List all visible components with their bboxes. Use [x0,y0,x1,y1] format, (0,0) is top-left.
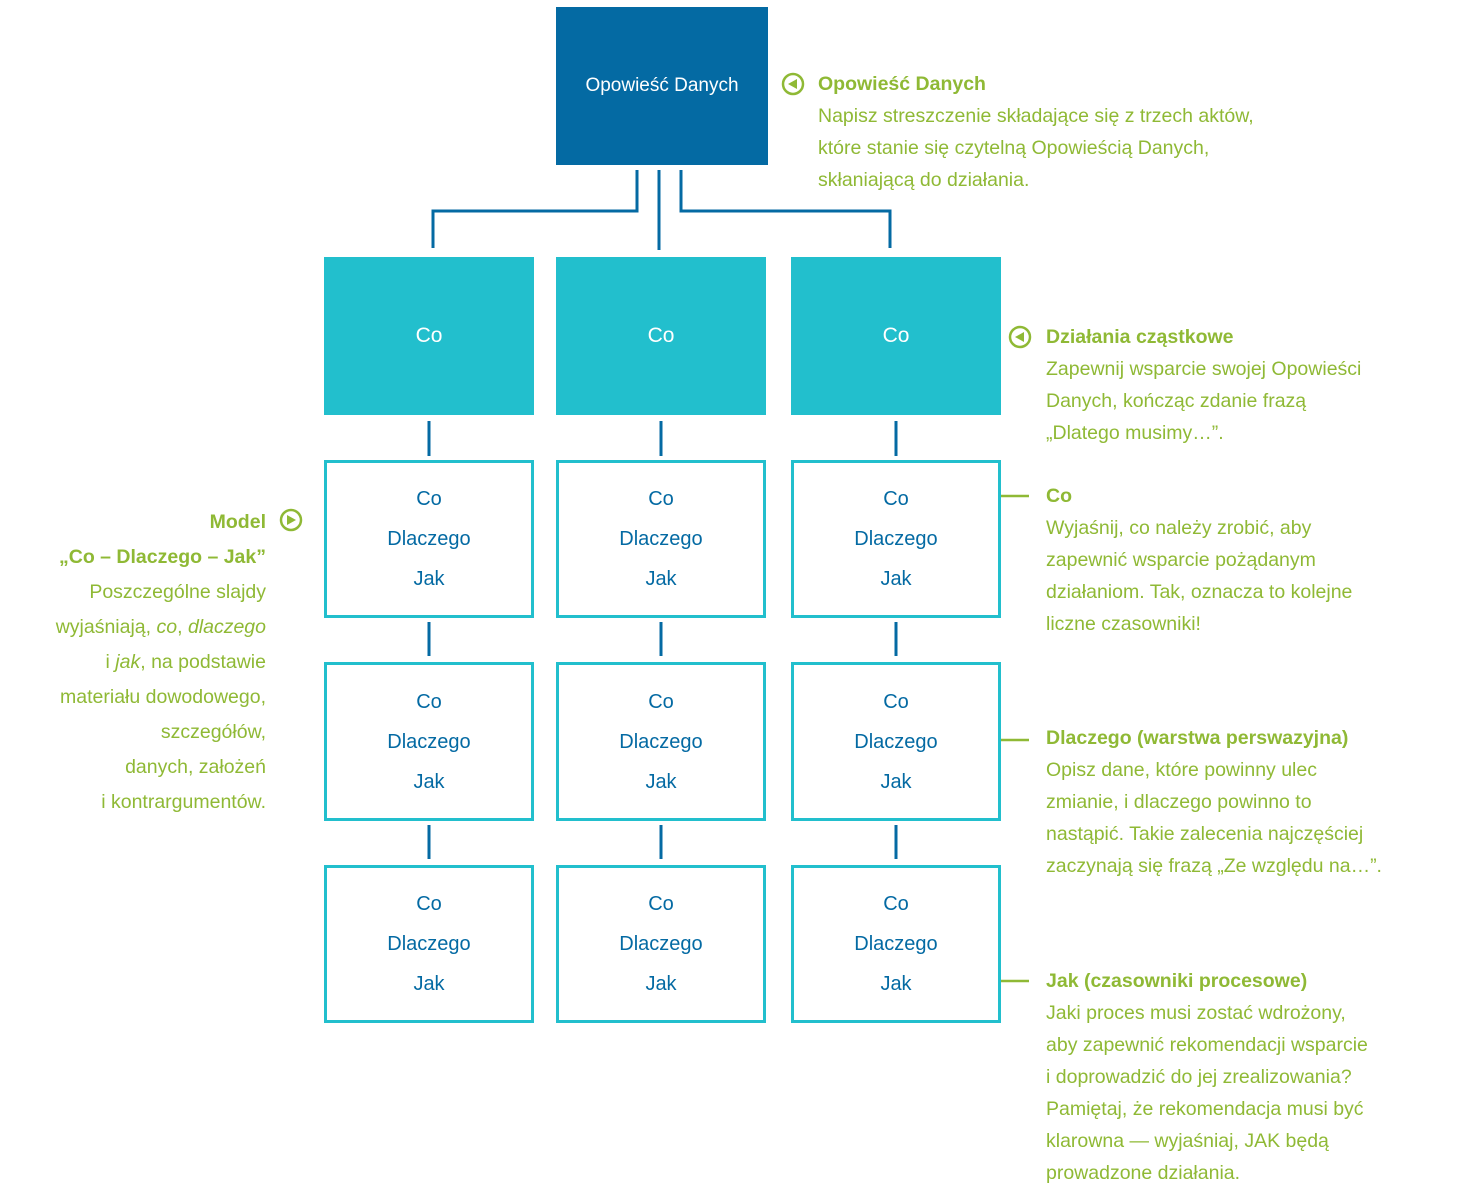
annotation-jak-title: Jak (czasowniki procesowe) [1046,970,1308,992]
leaf-co: Co [416,893,442,915]
annotation-model-subtitle: „Co – Dlaczego – Jak” [59,546,266,568]
annotation-story-line: Napisz streszczenie składające się z trz… [818,105,1254,127]
annotation-dlaczego-line: Opisz dane, które powinny ulec [1046,759,1317,781]
annotation-dlaczego-line: zmianie, i dlaczego powinno to [1046,791,1312,813]
annotation-subactions: Działania cząstkowe Zapewnij wsparcie sw… [1046,321,1361,449]
annotation-model-line: Poszczególne slajdy [89,581,266,603]
leaf-co: Co [883,893,909,915]
leaf-dlaczego: Dlaczego [619,528,703,550]
leaf-dlaczego: Dlaczego [619,933,703,955]
leaf-co: Co [648,690,674,713]
annotation-co-line: zapewnić wsparcie pożądanym [1046,549,1316,571]
annotation-jak-line: klarowna — wyjaśniaj, JAK będą [1046,1130,1329,1152]
leaf-jak: Jak [880,568,912,590]
annotation-story-line: które stanie się czytelną Opowieścią Dan… [818,137,1210,159]
leaf-dlaczego: Dlaczego [854,933,938,955]
leaf-co: Co [883,690,909,713]
annotation-subactions-title: Działania cząstkowe [1046,326,1234,348]
leaf-box-r1-c1: Co Dlaczego Jak [324,460,534,618]
leaf-co: Co [648,893,674,915]
pointer-left-icon [781,72,805,96]
annotation-jak-line: aby zapewnić rekomendacji wsparcie [1046,1034,1368,1056]
leaf-dlaczego: Dlaczego [387,528,471,550]
leaf-jak: Jak [645,973,677,995]
annotation-co-line: Wyjaśnij, co należy zrobić, aby [1046,517,1312,539]
leaf-jak: Jak [645,568,677,590]
act-label: Co [647,324,675,347]
annotation-co: Co Wyjaśnij, co należy zrobić, aby zapew… [1046,480,1352,640]
leaf-jak: Jak [413,568,445,590]
annotation-dlaczego-title: Dlaczego (warstwa perswazyjna) [1046,727,1349,749]
leaf-co: Co [883,488,909,510]
leaf-jak: Jak [645,770,677,793]
leaf-dlaczego: Dlaczego [854,730,938,753]
act-box-1: Co [324,257,534,415]
annotation-co-line: liczne czasowniki! [1046,613,1201,635]
annotation-story-title: Opowieść Danych [818,73,986,95]
annotation-jak: Jak (czasowniki procesowe) Jaki proces m… [1046,965,1368,1189]
pointer-left-icon [1008,325,1032,349]
annotation-subactions-line: „Dlatego musimy…”. [1046,422,1224,444]
leaf-co: Co [416,488,442,510]
act-label: Co [415,324,443,347]
annotation-jak-line: i doprowadzić do jej zrealizowania? [1046,1066,1352,1088]
annotation-dlaczego: Dlaczego (warstwa perswazyjna) Opisz dan… [1046,722,1382,882]
leaf-box-r1-c2: Co Dlaczego Jak [556,460,766,618]
act-box-2: Co [556,257,766,415]
leaf-box-r2-c1: Co Dlaczego Jak [324,662,534,821]
leaf-dlaczego: Dlaczego [619,730,703,753]
leaf-box-r1-c3: Co Dlaczego Jak [791,460,1001,618]
pointer-right-icon [279,508,303,532]
annotation-story: Opowieść Danych Napisz streszczenie skła… [818,68,1254,196]
annotation-model-line: wyjaśniają, co, dlaczego [55,616,266,638]
root-to-act1-connector [431,170,639,248]
leaf-dlaczego: Dlaczego [854,528,938,550]
root-to-act3-connector [679,170,892,248]
leaf-jak: Jak [413,973,445,995]
annotation-jak-line: Pamiętaj, że rekomendacja musi być [1046,1098,1364,1120]
annotation-jak-line: prowadzone działania. [1046,1162,1241,1184]
annotation-dlaczego-line: nastąpić. Takie zalecenia najczęściej [1046,823,1364,845]
annotation-co-title: Co [1046,485,1072,507]
leaf-co: Co [416,690,442,713]
annotation-subactions-line: Danych, kończąc zdanie frazą [1046,390,1307,412]
annotation-story-line: skłaniającą do działania. [818,169,1030,191]
annotation-subactions-line: Zapewnij wsparcie swojej Opowieści [1046,358,1362,380]
root-story-box: Opowieść Danych [556,7,768,165]
leaf-box-r2-c3: Co Dlaczego Jak [791,662,1001,821]
leaf-jak: Jak [880,770,912,793]
annotation-model-line: i jak, na podstawie [105,651,266,673]
root-story-label: Opowieść Danych [585,75,739,96]
leaf-jak: Jak [880,973,912,995]
act-box-3: Co [791,257,1001,415]
leaf-box-r2-c2: Co Dlaczego Jak [556,662,766,821]
leaf-box-r3-c3: Co Dlaczego Jak [791,865,1001,1023]
leaf-dlaczego: Dlaczego [387,730,471,753]
leaf-box-r3-c1: Co Dlaczego Jak [324,865,534,1023]
annotation-co-line: działaniom. Tak, oznacza to kolejne [1046,581,1353,603]
leaf-co: Co [648,488,674,510]
annotation-dlaczego-line: zaczynają się frazą „Ze względu na…”. [1046,855,1382,877]
annotation-model-line: danych, założeń [125,756,266,778]
annotation-model-line: materiału dowodowego, [60,686,266,708]
annotation-model-line: szczegółów, [160,721,266,743]
annotation-model-line: i kontrargumentów. [101,791,266,813]
leaf-jak: Jak [413,770,445,793]
annotation-jak-line: Jaki proces musi zostać wdrożony, [1046,1002,1346,1024]
act-label: Co [882,324,910,347]
leaf-box-r3-c2: Co Dlaczego Jak [556,865,766,1023]
annotation-model-title: Model [209,511,266,533]
annotation-model: Model „Co – Dlaczego – Jak” Poszczególne… [0,505,266,820]
leaf-dlaczego: Dlaczego [387,933,471,955]
